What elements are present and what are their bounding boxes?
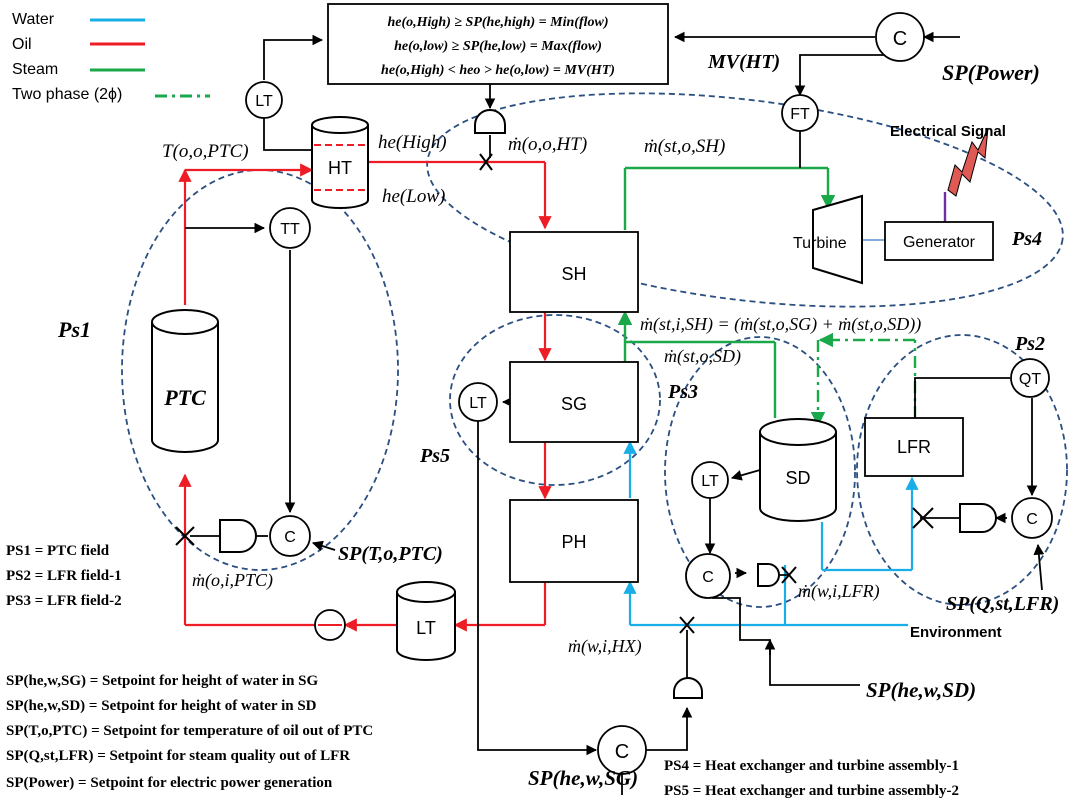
label-m-o-i-ptc: ṁ(o,i,PTC) [192,570,273,591]
def-sp1: SP(he,w,SG) = Setpoint for height of wat… [6,673,319,689]
lt-sd-label: LT [701,473,719,490]
superheater-box[interactable] [509,231,639,313]
legend-two-phase: Two phase (2ϕ) [12,86,122,103]
lfr-valve-actuator[interactable] [959,503,997,533]
label-m-w-i-hx: ṁ(w,i,HX) [568,636,642,657]
logic-line-3: he(o,High) < heo > he(o,low) = MV(HT) [381,63,615,78]
def-ps5: PS5 = Heat exchanger and turbine assembl… [664,783,959,799]
sg-controller[interactable] [597,725,647,775]
def-sp4: SP(Q,st,LFR) = Setpoint for steam qualit… [6,748,350,764]
hx-valve-actuator[interactable] [673,677,703,699]
electrical-signal-label: Electrical Signal [890,123,1006,140]
environment-label: Environment [910,624,1002,641]
def-ps4: PS4 = Heat exchanger and turbine assembl… [664,758,959,774]
label-he-low: he(Low) [382,186,445,207]
ps3-boundary [664,336,856,608]
label-sp-he-w-sd: SP(he,w,SD) [866,678,976,702]
electrical-signal-icon [947,127,989,197]
sg-label: SG [561,394,587,414]
legend-oil: Oil [12,36,32,53]
lt-ht-label: LT [255,93,273,110]
label-he-high: he(High) [378,132,447,153]
label-sp-t-o-ptc: SP(T,o,PTC) [338,543,443,565]
ps2-boundary [856,334,1068,606]
preheater-box[interactable] [509,499,639,583]
label-m-st-o-sd: ṁ(st,o,SD) [664,346,741,367]
label-m-st-i-sh: ṁ(st,i,SH) = (ṁ(st,o,SG) + ṁ(st,o,SD)) [640,314,921,335]
legend: Water Oil Steam Two phase (2ϕ) [12,11,210,103]
def-ps2: PS2 = LFR field-1 [6,568,122,584]
qt-label: QT [1019,371,1041,388]
label-ps1: Ps1 [57,317,91,342]
ht-label: HT [328,158,352,178]
lt-ht-instrument[interactable] [245,81,283,119]
label-sp-he-w-sg: SP(he,w,SG) [528,766,638,790]
label-ps5: Ps5 [419,445,450,467]
legend-water: Water [12,11,55,28]
label-m-o-o-ht: ṁ(o,o,HT) [508,134,587,155]
sd-label: SD [785,468,810,488]
def-ps3: PS3 = LFR field-2 [6,593,122,609]
lfr-controller-label: C [1026,511,1038,528]
label-ps3: Ps3 [667,381,698,403]
generator-label: Generator [903,234,976,251]
tt-instrument[interactable] [269,207,311,249]
turbine-label: Turbine [793,235,847,252]
sd-controller-label: C [702,569,714,586]
ptc-controller-label: C [284,529,296,546]
label-ps2: Ps2 [1014,333,1045,355]
label-t-o-o-ptc: T(o,o,PTC) [162,141,249,162]
logic-line-1: he(o,High) ≥ SP(he,high) = Min(flow) [387,15,608,30]
power-controller[interactable] [875,12,925,62]
ptc-controller[interactable] [269,515,311,557]
ps5-boundary [449,314,661,486]
lt-sd-instrument[interactable] [691,461,729,499]
sh-label: SH [561,264,586,284]
def-sp5: SP(Power) = Setpoint for electric power … [6,775,333,791]
lfr-box[interactable] [864,417,964,477]
def-ps1: PS1 = PTC field [6,543,110,559]
ft-label: FT [790,106,810,123]
label-m-st-o-sh: ṁ(st,o,SH) [644,136,725,157]
legend-steam: Steam [12,61,58,78]
sd-controller[interactable] [685,553,731,599]
oil-tank-label: LT [416,618,436,638]
def-sp3: SP(T,o,PTC) = Setpoint for temperature o… [6,723,373,739]
logic-box [327,3,669,85]
ht-tank[interactable]: HT [311,116,369,209]
tt-label: TT [280,221,300,238]
def-sp2: SP(he,w,SD) = Setpoint for height of wat… [6,698,317,714]
oil-storage-tank[interactable]: LT [396,581,456,661]
lfr-controller[interactable] [1011,497,1053,539]
ptc-label: PTC [163,385,206,410]
sg-controller-label: C [615,741,629,763]
lt-sg-instrument[interactable] [458,382,498,422]
qt-instrument[interactable] [1010,358,1050,398]
label-m-w-i-lfr: ṁ(w,i,LFR) [798,581,880,602]
logic-line-2: he(o,low) ≥ SP(he,low) = Max(flow) [394,39,602,54]
label-sp-q-st-lfr: SP(Q,st,LFR) [946,593,1059,615]
label-sp-power: SP(Power) [942,60,1040,85]
ptc-valve-actuator[interactable] [219,519,257,553]
label-ps4: Ps4 [1011,228,1042,250]
ft-instrument[interactable] [781,94,819,132]
power-controller-label: C [893,28,907,50]
generator-box[interactable] [884,221,994,261]
lt-sg-label: LT [469,395,487,412]
label-mv-ht: MV(HT) [707,51,780,73]
lfr-label: LFR [897,437,931,457]
turbine[interactable] [812,194,863,285]
steam-drum[interactable]: SD [759,418,837,522]
ht-valve-actuator[interactable] [474,109,506,134]
steam-generator-box[interactable] [509,361,639,443]
ph-label: PH [561,532,586,552]
ptc-collector[interactable]: PTC [151,309,219,453]
sd-valve-actuator[interactable] [757,563,780,587]
